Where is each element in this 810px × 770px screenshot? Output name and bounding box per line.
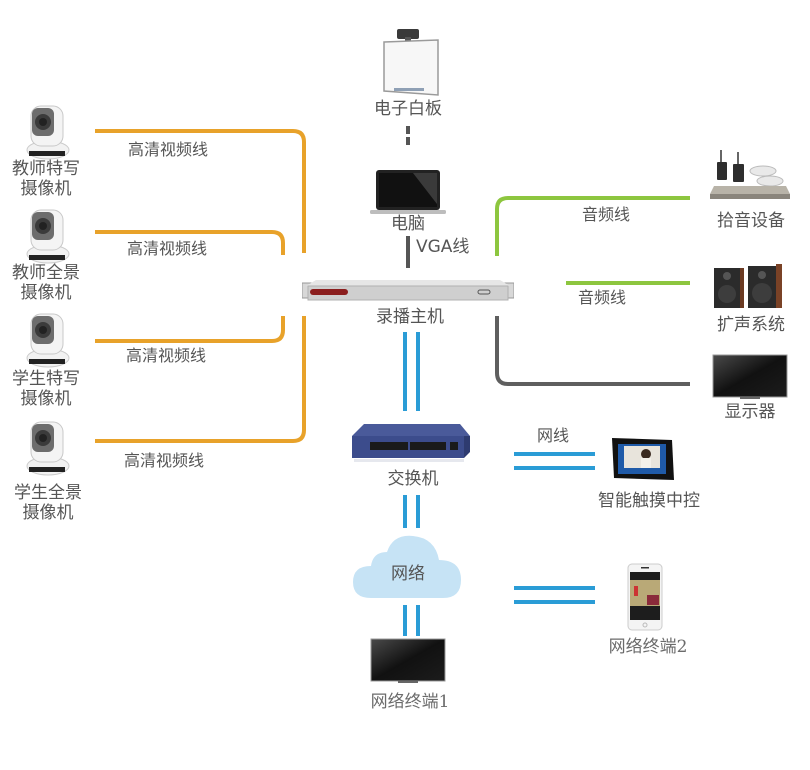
student-closeup-camera[interactable] [25,312,71,368]
audio-line-pickup [495,196,690,256]
teacher-closeup-camera-label-line1: 教师特写 [12,159,80,179]
teacher-closeup-camera-label-line2: 摄像机 [20,178,72,199]
video-line-label-4: 高清视频线 [124,451,205,470]
recorder-node[interactable] [301,276,515,302]
smartphone-icon [627,563,663,631]
interactive-whiteboard-icon [383,29,439,96]
network-cloud-label: 网络 [391,564,425,584]
teacher-panorama-camera[interactable] [25,208,71,264]
student-closeup-camera-label-line1: 学生特写 [12,369,80,389]
audio-pickup-node[interactable] [708,148,792,200]
vga-line-label: VGA线 [416,237,470,257]
monitor-icon [712,354,788,399]
video-line-label-3: 高清视频线 [126,346,207,365]
student-panorama-camera-label-line1: 学生全景 [14,483,82,503]
whiteboard-node[interactable] [380,25,440,100]
speakers-icon [714,264,782,308]
tv-icon [370,638,446,683]
network-switch-icon [352,424,470,462]
student-panorama-camera-label-line2: 摄像机 [22,502,74,523]
display-line [495,316,690,386]
display-label: 显示器 [724,402,776,422]
audio-line-label-1: 音频线 [582,205,631,224]
switch-label: 交换机 [387,469,439,489]
network-cloud-node[interactable]: 网络 [353,532,463,600]
ptz-camera-icon [26,209,70,264]
ptz-camera-icon [26,421,70,476]
touch-panel-node[interactable] [610,436,676,482]
terminal2-node[interactable] [627,563,663,631]
student-panorama-camera[interactable] [25,420,71,476]
video-line-student-closeup [95,316,285,343]
teacher-closeup-camera-label: 教师特写 摄像机 [4,159,88,199]
cloud-icon [353,535,461,598]
speakers-node[interactable] [712,262,784,310]
student-closeup-camera-label: 学生特写 摄像机 [4,369,88,409]
teacher-panorama-camera-label: 教师全景 摄像机 [4,263,88,303]
terminal1-node[interactable] [370,638,446,684]
video-line-label-2: 高清视频线 [127,239,208,258]
teacher-panorama-camera-label-line2: 摄像机 [20,282,72,303]
terminal1-label: 网络终端1 [370,692,450,712]
lan-line-label: 网线 [537,426,570,445]
audio-pickup-label: 拾音设备 [717,211,785,231]
touch-panel-label: 智能触摸中控 [598,491,700,511]
ptz-camera-icon [26,313,70,368]
student-closeup-camera-label-line2: 摄像机 [20,388,72,409]
switch-node[interactable] [350,422,472,464]
teacher-panorama-camera-label-line1: 教师全景 [12,263,80,283]
ptz-camera-icon [26,105,70,160]
computer-node[interactable] [368,168,448,216]
audio-line-label-2: 音频线 [578,288,627,307]
video-line-teacher-closeup [95,129,306,253]
student-panorama-camera-label: 学生全景 摄像机 [6,483,90,523]
display-node[interactable] [712,354,788,400]
recorder-label: 录播主机 [376,307,444,327]
speakers-label: 扩声系统 [717,315,785,335]
terminal2-label: 网络终端2 [608,637,688,657]
microphone-receiver-icon [710,150,790,199]
laptop-icon [370,170,446,214]
touch-panel-icon [612,438,674,480]
video-line-label-1: 高清视频线 [128,140,209,159]
whiteboard-label: 电子白板 [374,99,442,119]
rack-server-icon [301,280,515,301]
computer-label: 电脑 [391,214,425,234]
video-line-student-panorama [95,316,306,443]
video-line-teacher-panorama [95,230,285,255]
teacher-closeup-camera[interactable] [25,104,71,160]
